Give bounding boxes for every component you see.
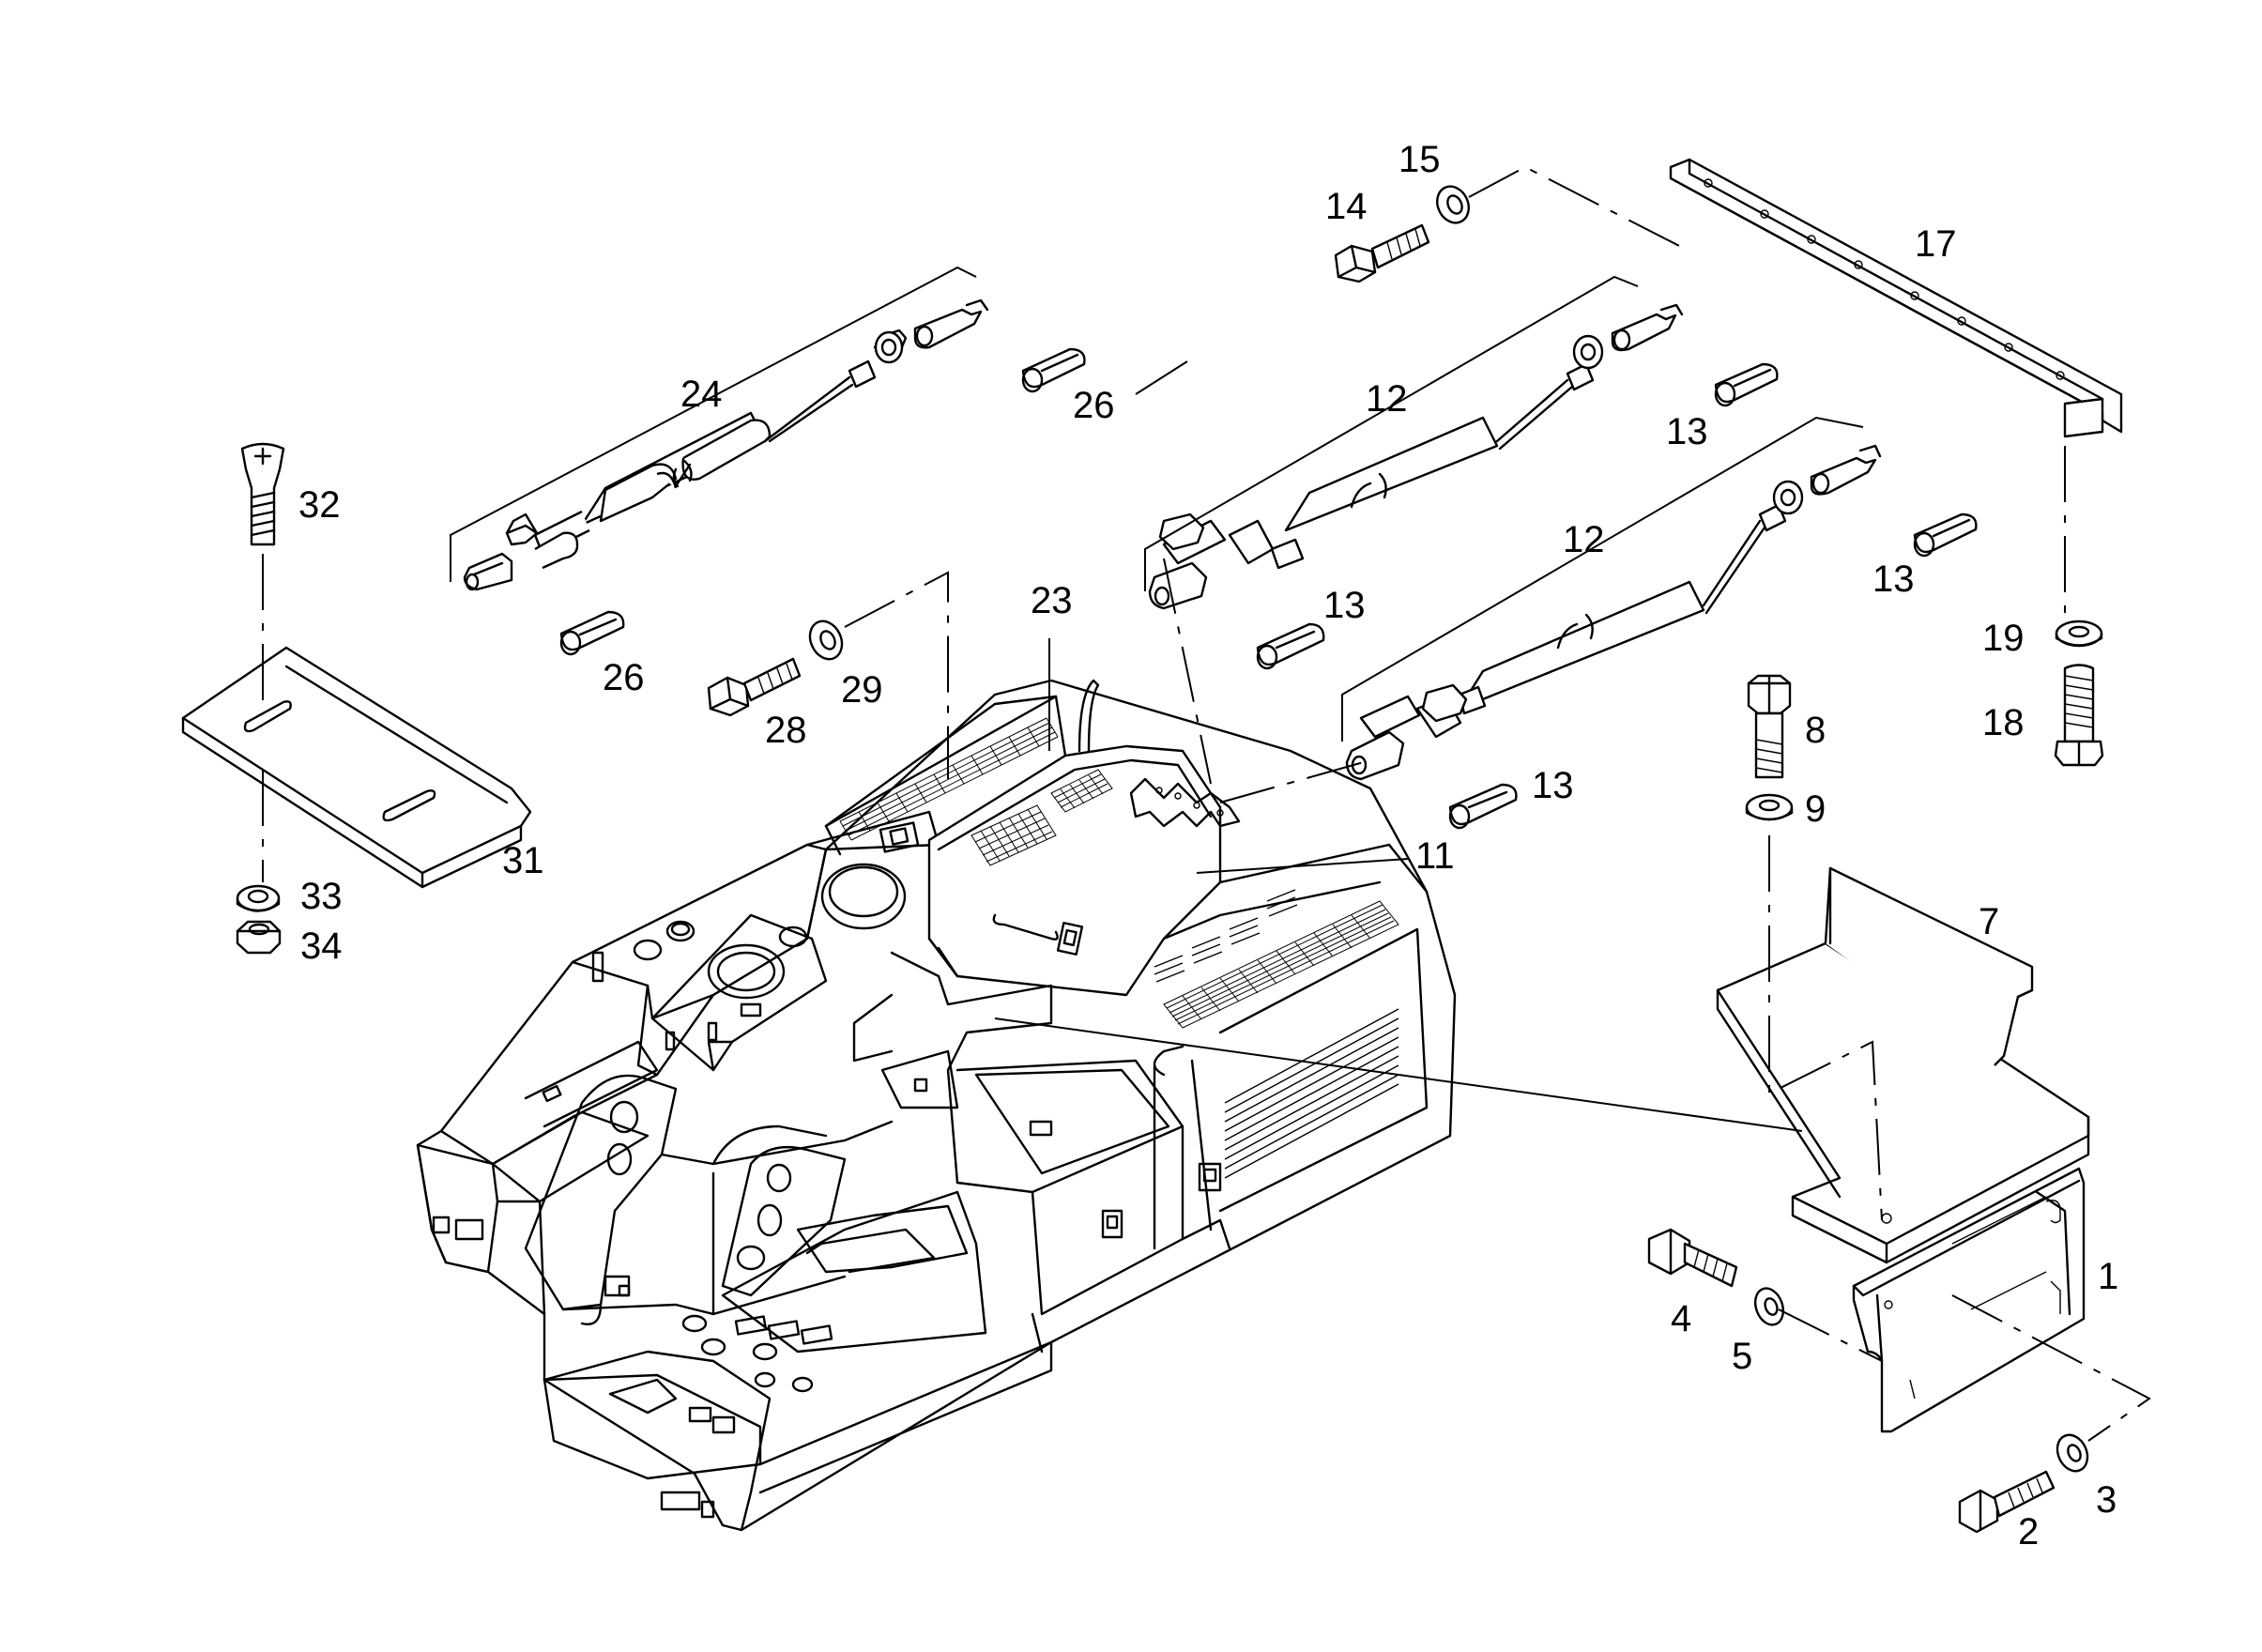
washer-part-5 bbox=[1753, 1287, 1785, 1326]
plate-part-7 bbox=[1716, 866, 2090, 1264]
callout-9: 9 bbox=[1805, 788, 1826, 830]
clip-part-13-a bbox=[1714, 362, 1779, 407]
strut-24-end-right bbox=[873, 298, 989, 364]
strut-12-upper-end-left bbox=[1148, 512, 1305, 610]
strut-12-upper-end-right bbox=[1572, 303, 1684, 370]
chassis-body bbox=[416, 679, 1457, 1532]
callout-12-lower: 12 bbox=[1563, 519, 1605, 560]
washer-part-33 bbox=[236, 884, 281, 912]
bolt-part-2 bbox=[1958, 1470, 2056, 1534]
washer-part-19 bbox=[2055, 620, 2103, 648]
bracket-part-1 bbox=[1852, 1167, 2086, 1433]
assembly-lines bbox=[262, 165, 2151, 1442]
bracket-rail-part-17 bbox=[1669, 158, 2123, 438]
strut-12-lower-end-left bbox=[1345, 683, 1487, 781]
washer-part-9 bbox=[1745, 793, 1794, 821]
strut-12-lower-end-right bbox=[1772, 444, 1882, 515]
callout-26-upper: 26 bbox=[1073, 385, 1115, 426]
cover-plate-part-31 bbox=[181, 646, 532, 889]
callout-19: 19 bbox=[1982, 618, 2025, 659]
washer-part-15 bbox=[1436, 185, 1470, 224]
clip-part-13-c bbox=[1913, 512, 1978, 558]
callout-4: 4 bbox=[1671, 1298, 1692, 1339]
callout-13-b: 13 bbox=[1323, 585, 1366, 626]
gas-strut-part-12-lower bbox=[1458, 503, 1787, 711]
strut-24-end-left bbox=[463, 512, 579, 591]
nut-part-34 bbox=[236, 920, 282, 955]
callout-11: 11 bbox=[1415, 835, 1455, 877]
grouping-lines bbox=[450, 266, 1864, 742]
bolt-part-8 bbox=[1747, 674, 1792, 779]
callout-17: 17 bbox=[1915, 223, 1957, 265]
washer-part-29 bbox=[808, 620, 844, 661]
callout-12-upper: 12 bbox=[1366, 378, 1408, 420]
callout-34: 34 bbox=[300, 925, 343, 967]
callout-3: 3 bbox=[2096, 1479, 2117, 1521]
callout-13-a: 13 bbox=[1666, 411, 1708, 452]
bolt-part-14 bbox=[1334, 223, 1430, 283]
screw-part-32 bbox=[240, 442, 285, 546]
callout-7: 7 bbox=[1979, 901, 2000, 942]
callout-23: 23 bbox=[1031, 580, 1073, 621]
callout-29: 29 bbox=[841, 669, 883, 711]
clip-part-13-b bbox=[1256, 622, 1325, 670]
gas-strut-part-12-upper bbox=[1284, 362, 1595, 532]
clip-part-13-d bbox=[1448, 783, 1518, 830]
callout-26-lower: 26 bbox=[603, 657, 645, 698]
callout-32: 32 bbox=[298, 484, 341, 526]
callout-13-c: 13 bbox=[1872, 558, 1915, 600]
callout-14: 14 bbox=[1325, 186, 1368, 227]
leader-lines bbox=[994, 360, 1803, 1132]
callout-18: 18 bbox=[1982, 702, 2025, 743]
clip-part-26-upper bbox=[1021, 347, 1086, 393]
callout-28: 28 bbox=[765, 710, 807, 751]
bolt-part-4 bbox=[1647, 1228, 1738, 1288]
bolt-part-18 bbox=[2054, 664, 2104, 767]
callout-1: 1 bbox=[2098, 1256, 2119, 1297]
callout-15: 15 bbox=[1398, 139, 1441, 180]
callout-33: 33 bbox=[300, 876, 343, 917]
callout-31: 31 bbox=[502, 840, 544, 881]
callout-2: 2 bbox=[2018, 1511, 2040, 1553]
washer-part-3 bbox=[2056, 1433, 2089, 1473]
callout-24: 24 bbox=[680, 374, 723, 415]
callout-13-d: 13 bbox=[1532, 765, 1574, 806]
clip-part-26-lower bbox=[559, 610, 625, 656]
callout-5: 5 bbox=[1732, 1336, 1753, 1377]
callout-8: 8 bbox=[1805, 710, 1826, 751]
bolt-part-28 bbox=[707, 657, 802, 717]
